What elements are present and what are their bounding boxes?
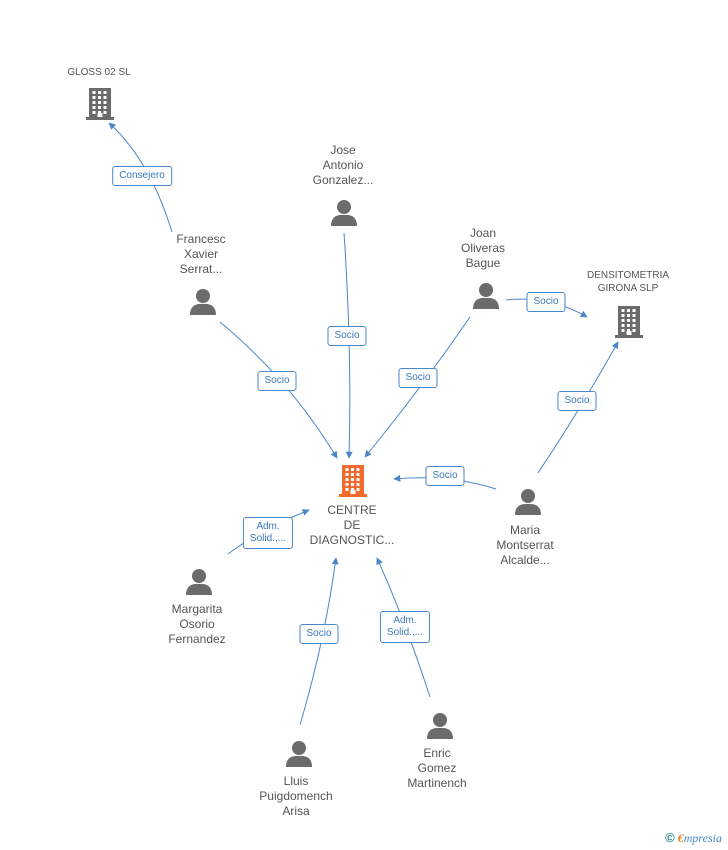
node-label-line: Lluis xyxy=(283,774,309,788)
node-label-joan[interactable]: Joan Oliveras Bague xyxy=(461,226,505,271)
person-icon[interactable] xyxy=(186,569,212,595)
brand-name: mpresia xyxy=(683,831,722,845)
node-label-line: Antonio xyxy=(322,158,364,172)
edge-label-line: Socio xyxy=(264,375,290,386)
person-icon[interactable] xyxy=(331,200,357,226)
building-icon[interactable] xyxy=(339,465,367,497)
copyright-icon: © xyxy=(665,830,675,845)
edge-label-line: Socio xyxy=(334,330,360,341)
edge-label-line: Socio xyxy=(533,296,559,307)
edge-label-joan-densito-socio[interactable]: Socio xyxy=(526,292,566,312)
person-icon[interactable] xyxy=(286,741,312,767)
node-label-maria[interactable]: Maria Montserrat Alcalde... xyxy=(496,523,553,568)
node-label-margarita[interactable]: Margarita Osorio Fernandez xyxy=(168,602,225,647)
edge-jose-centre xyxy=(343,232,353,459)
edge-label-line: Adm. xyxy=(256,521,280,532)
node-label-line: Oliveras xyxy=(460,241,506,255)
person-icon[interactable] xyxy=(427,713,453,739)
node-label-line: DIAGNOSTIC... xyxy=(309,533,395,547)
node-label-line: Gonzalez... xyxy=(312,173,374,187)
node-label-line: Puigdomench xyxy=(259,789,333,803)
node-label-line: Osorio xyxy=(179,617,215,631)
node-label-line: DE xyxy=(343,518,361,532)
edge-label-maria-densito-socio[interactable]: Socio xyxy=(557,391,597,411)
edge-label-line: Socio xyxy=(564,395,590,406)
edge-joan-centre xyxy=(364,316,471,458)
edge-label-line: Solid.,... xyxy=(249,533,287,544)
edge-label-line: Solid.,... xyxy=(386,627,424,638)
node-label-line: Joan xyxy=(469,226,497,240)
node-label-enric[interactable]: Enric Gomez Martinench xyxy=(407,746,466,791)
node-label-densitometria[interactable]: DENSITOMETRIA GIRONA SLP xyxy=(587,269,669,295)
person-icon[interactable] xyxy=(473,283,499,309)
node-label-line: Xavier xyxy=(183,247,219,261)
node-label-gloss[interactable]: GLOSS 02 SL xyxy=(67,66,130,79)
edge-label-enric-adm[interactable]: Adm. Solid.,... xyxy=(379,611,431,643)
edge-label-line: Socio xyxy=(306,628,332,639)
node-label-line: Montserrat xyxy=(496,538,554,552)
edge-label-line: Socio xyxy=(432,470,458,481)
node-label-line: Gomez xyxy=(417,761,457,775)
node-label-lluis[interactable]: Lluis Puigdomench Arisa xyxy=(259,774,332,819)
node-label-line: Bague xyxy=(465,256,501,270)
edge-label-line: Consejero xyxy=(119,170,165,181)
edge-label-line: Adm. xyxy=(393,615,417,626)
edge-label-maria-socio[interactable]: Socio xyxy=(425,466,465,486)
node-label-line: Francesc xyxy=(176,232,226,246)
node-label-line: Martinench xyxy=(407,776,467,790)
node-label-line: CENTRE xyxy=(327,503,377,517)
building-icon[interactable] xyxy=(615,306,643,338)
node-label-centre[interactable]: CENTRE DE DIAGNOSTIC... xyxy=(310,503,395,548)
empresia-brand[interactable]: ©€mpresia xyxy=(665,830,722,846)
node-label-line: Serrat... xyxy=(179,262,223,276)
edge-label-margarita-adm[interactable]: Adm. Solid.,... xyxy=(242,517,294,549)
node-label-line: Arisa xyxy=(282,804,310,818)
edge-label-joan-socio[interactable]: Socio xyxy=(398,368,438,388)
node-label-line: Margarita xyxy=(171,602,223,616)
person-icon[interactable] xyxy=(515,489,541,515)
edge-label-consejero[interactable]: Consejero xyxy=(112,166,172,186)
node-label-line: Fernandez xyxy=(168,632,226,646)
edge-label-lluis-socio[interactable]: Socio xyxy=(299,624,339,644)
node-label-line: GLOSS 02 SL xyxy=(67,67,131,78)
node-label-line: GIRONA SLP xyxy=(597,283,659,294)
node-label-line: Enric xyxy=(423,746,451,760)
brand-initial: € xyxy=(677,831,684,845)
edge-label-jose-socio[interactable]: Socio xyxy=(327,326,367,346)
node-label-jose[interactable]: Jose Antonio Gonzalez... xyxy=(313,143,374,188)
node-label-line: Maria xyxy=(509,523,541,537)
building-icon[interactable] xyxy=(86,88,114,120)
person-icon[interactable] xyxy=(190,289,216,315)
node-label-line: Alcalde... xyxy=(500,553,550,567)
node-label-line: Jose xyxy=(330,143,356,157)
edge-label-francesc-socio[interactable]: Socio xyxy=(257,371,297,391)
edge-label-line: Socio xyxy=(405,372,431,383)
node-label-line: DENSITOMETRIA xyxy=(586,270,670,281)
node-label-francesc[interactable]: Francesc Xavier Serrat... xyxy=(176,232,225,277)
